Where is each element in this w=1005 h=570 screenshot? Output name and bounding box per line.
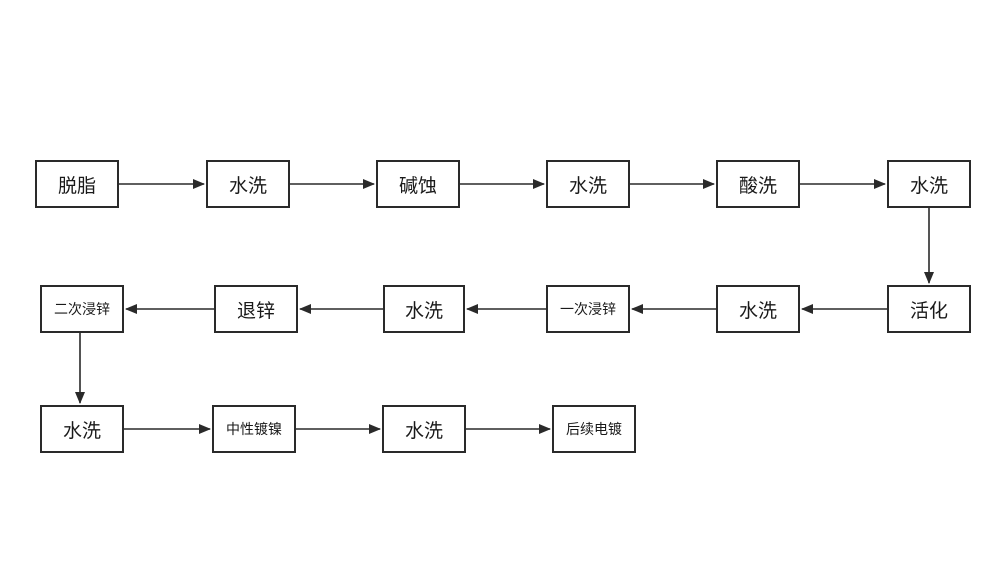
step-label: 水洗 (738, 299, 777, 322)
step-label: 酸洗 (738, 174, 777, 197)
step-neutral-nickel-plating: 中性镀镍 (212, 405, 296, 453)
step-rinse-2: 水洗 (546, 160, 630, 208)
step-alkaline-etch: 碱蚀 (376, 160, 460, 208)
step-label: 水洗 (62, 419, 101, 442)
step-first-zinc-immersion: 一次浸锌 (546, 285, 630, 333)
step-second-zinc-immersion: 二次浸锌 (40, 285, 124, 333)
step-rinse-7: 水洗 (382, 405, 466, 453)
step-label: 水洗 (568, 174, 607, 197)
step-label: 碱蚀 (398, 174, 437, 197)
step-rinse-1: 水洗 (206, 160, 290, 208)
step-subsequent-electroplating: 后续电镀 (552, 405, 636, 453)
step-label: 二次浸锌 (54, 302, 110, 318)
step-label: 中性镀镍 (226, 422, 282, 438)
step-rinse-6: 水洗 (40, 405, 124, 453)
step-label: 水洗 (404, 419, 443, 442)
step-degreasing: 脱脂 (35, 160, 119, 208)
step-pickling: 酸洗 (716, 160, 800, 208)
step-label: 一次浸锌 (560, 302, 616, 318)
step-rinse-3: 水洗 (887, 160, 971, 208)
step-label: 活化 (909, 299, 948, 322)
step-zinc-stripping: 退锌 (214, 285, 298, 333)
step-label: 后续电镀 (566, 422, 622, 438)
step-label: 水洗 (404, 299, 443, 322)
step-label: 退锌 (236, 299, 275, 322)
step-label: 水洗 (909, 174, 948, 197)
step-label: 水洗 (228, 174, 267, 197)
step-rinse-5: 水洗 (383, 285, 465, 333)
step-label: 脱脂 (57, 174, 96, 197)
step-activation: 活化 (887, 285, 971, 333)
step-rinse-4: 水洗 (716, 285, 800, 333)
